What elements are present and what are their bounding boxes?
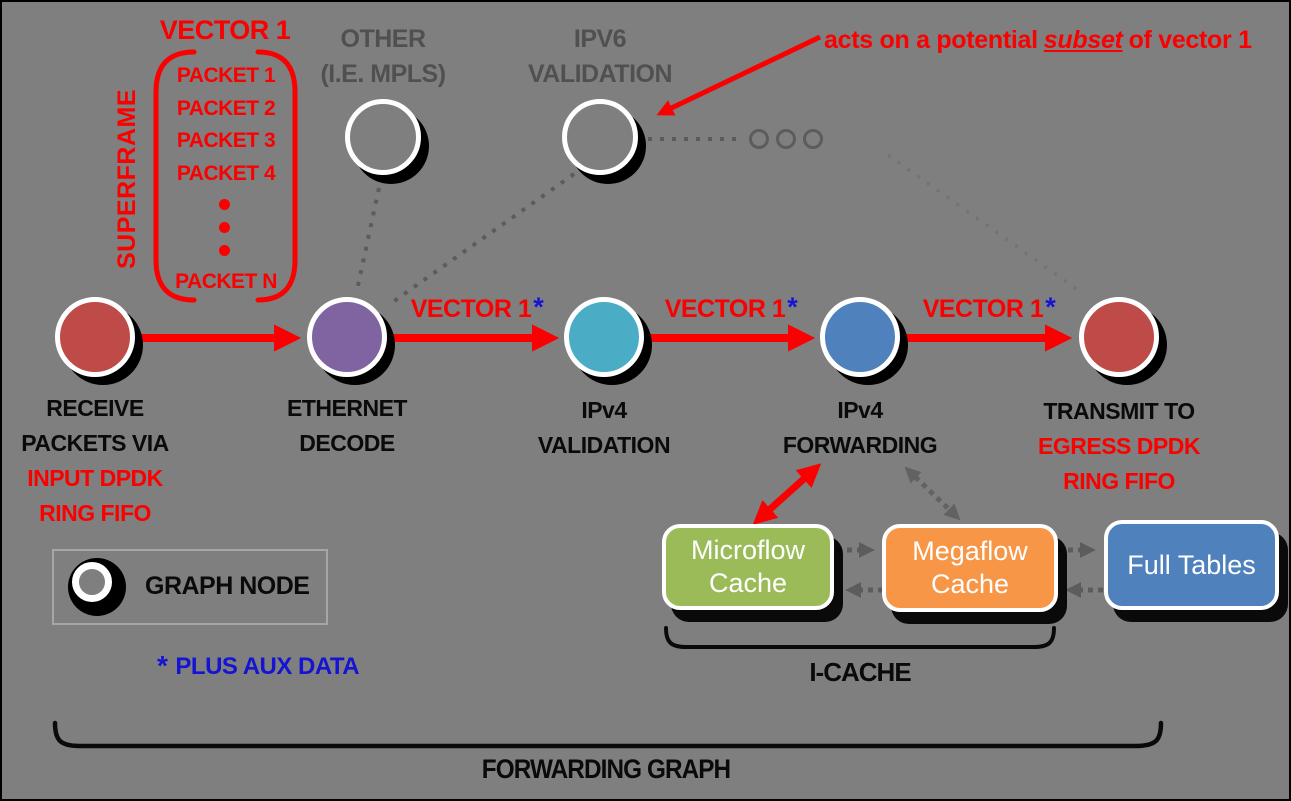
node-label-line: ETHERNET xyxy=(287,395,407,421)
node-label-line: INPUT DPDK xyxy=(27,465,163,491)
packet-ellipsis-dot xyxy=(219,245,230,256)
ghost-node-label-ipv6: IPV6 VALIDATION xyxy=(480,22,720,92)
microflow-cache-box: Microflow Cache xyxy=(662,524,834,610)
ghost-edge-ethernet-other xyxy=(355,187,381,291)
ghost-label-line: VALIDATION xyxy=(527,60,673,88)
node-transmit xyxy=(1079,297,1159,377)
superframe-title: VECTOR 1 xyxy=(159,15,291,45)
megaflow-cache-box: Megaflow Cache xyxy=(882,524,1058,612)
aux-data-footnote: * PLUS AUX DATA xyxy=(157,650,360,682)
packet-item: PACKET 2 xyxy=(176,96,276,120)
full-tables-box: Full Tables xyxy=(1104,520,1279,610)
packet-item: PACKET 4 xyxy=(176,161,276,185)
ghost-label-line: (I.E. MPLS) xyxy=(320,60,446,88)
node-receive xyxy=(55,297,135,377)
ghost-node-other xyxy=(345,99,421,175)
cache-box-line: Full Tables xyxy=(1127,549,1256,580)
ghost-edge-dots-transmit xyxy=(886,153,1084,295)
cache-box-line: Microflow xyxy=(690,535,805,565)
node-label-ethernet-decode: ETHERNET DECODE xyxy=(227,391,467,461)
node-label-line: IPv4 xyxy=(581,397,627,423)
node-label-line: RECEIVE xyxy=(46,395,144,421)
edge-label-text: VECTOR 1 xyxy=(410,295,532,323)
node-ipv4-forwarding xyxy=(820,297,900,377)
edge-label-star: * xyxy=(1045,292,1056,322)
ghost-arrow-forwarding-megaflow xyxy=(904,466,961,521)
edge-label-star: * xyxy=(787,292,798,322)
annotation-suffix: of vector 1 xyxy=(1128,26,1252,54)
node-label-ipv4-validation: IPv4 VALIDATION xyxy=(484,393,724,463)
packet-item: PACKET 1 xyxy=(176,64,276,87)
icache-brace xyxy=(664,626,1056,649)
node-label-line: FORWARDING xyxy=(782,432,938,458)
node-label-line: IPv4 xyxy=(837,397,883,423)
ghost-edge-ethernet-ipv6 xyxy=(388,172,576,306)
cache-box-line: Cache xyxy=(930,569,1010,599)
edge-label-vector1: VECTOR 1* xyxy=(923,292,1056,324)
node-ethernet-decode xyxy=(307,297,387,377)
ghost-node-label-other: OTHER (I.E. MPLS) xyxy=(263,22,503,92)
forwarding-graph-brace xyxy=(52,720,1164,749)
annotation-emphasis: subset xyxy=(1043,26,1123,54)
legend-label: GRAPH NODE xyxy=(145,572,310,600)
ghost-node-ipv6 xyxy=(562,99,638,175)
superframe-side-label: SUPERFRAME xyxy=(113,89,141,270)
ghost-label-line: OTHER xyxy=(340,25,427,53)
packet-item: PACKET 3 xyxy=(176,129,276,152)
node-label-line: TRANSMIT TO xyxy=(1043,398,1195,424)
graph-node-icon-ring xyxy=(72,562,112,602)
node-label-ipv4-forwarding: IPv4 FORWARDING xyxy=(740,393,980,463)
packet-ellipsis-dot xyxy=(219,222,230,233)
edge-label-vector1: VECTOR 1* xyxy=(665,292,798,324)
superframe-packet-list: PACKET 1 PACKET 2 PACKET 3 PACKET 4 xyxy=(155,60,297,190)
edge-label-vector1: VECTOR 1* xyxy=(411,292,544,324)
node-ipv4-validation xyxy=(564,297,644,377)
footnote-text: PLUS AUX DATA xyxy=(175,653,360,680)
legend-box xyxy=(52,549,328,625)
arrow-forwarding-microflow xyxy=(752,463,822,525)
footnote-star: * xyxy=(157,650,168,681)
node-label-line: EGRESS DPDK xyxy=(1038,433,1200,459)
packet-item-n: PACKET N xyxy=(175,270,277,293)
node-label-line: DECODE xyxy=(299,430,395,456)
icache-label: I-CACHE xyxy=(809,657,911,687)
ghost-dot xyxy=(776,129,796,149)
cache-box-line: Cache xyxy=(708,568,788,598)
node-label-line: RING FIFO xyxy=(39,500,151,526)
node-label-transmit: TRANSMIT TO EGRESS DPDK RING FIFO xyxy=(999,394,1239,499)
forwarding-graph-label: FORWARDING GRAPH xyxy=(481,754,731,784)
node-label-line: PACKETS VIA xyxy=(21,430,169,456)
node-label-line: VALIDATION xyxy=(537,432,671,458)
graph-node-icon xyxy=(68,558,126,616)
annotation-prefix: acts on a potential xyxy=(824,26,1038,54)
packet-ellipsis-dot xyxy=(219,199,230,210)
edge-label-text: VECTOR 1 xyxy=(922,295,1044,323)
ghost-label-line: IPV6 xyxy=(573,25,627,53)
ghost-dot xyxy=(803,129,823,149)
edge-label-text: VECTOR 1 xyxy=(664,295,786,323)
edge-label-star: * xyxy=(533,292,544,322)
node-label-receive: RECEIVE PACKETS VIA INPUT DPDK RING FIFO xyxy=(2,391,215,531)
node-label-line: RING FIFO xyxy=(1063,468,1175,494)
cache-box-line: Megaflow xyxy=(912,536,1028,566)
ghost-dot xyxy=(749,129,769,149)
